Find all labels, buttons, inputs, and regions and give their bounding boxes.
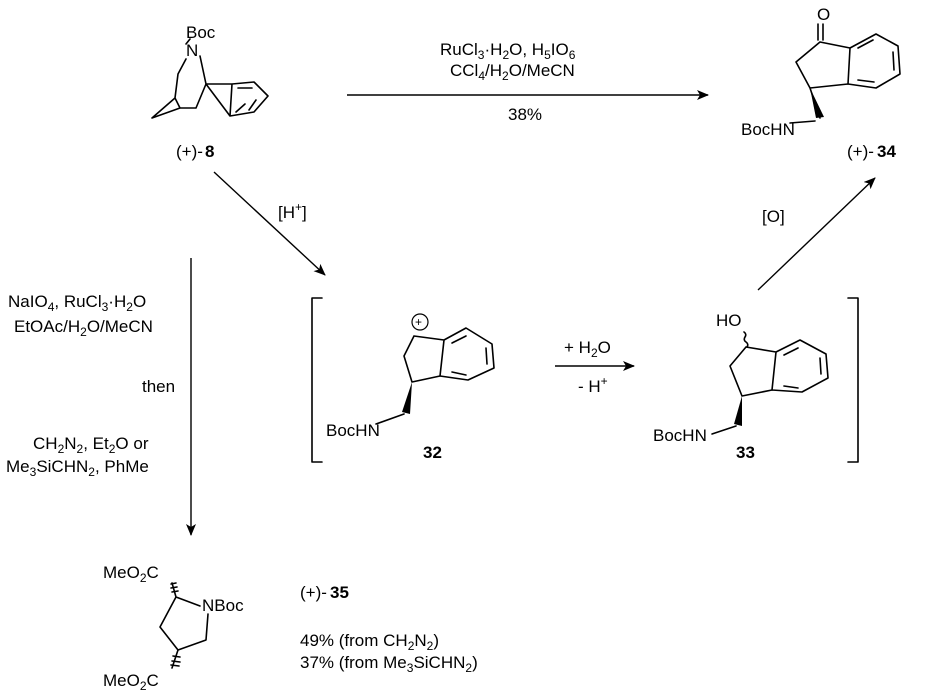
arrow-left-line5: Me3SiCHN2, PhMe bbox=[6, 457, 149, 479]
compound-32-structure: + BocHN 32 bbox=[326, 313, 495, 462]
compound-8-label-prefix: (+)- bbox=[176, 142, 203, 161]
compound-32-charge: + bbox=[415, 315, 422, 329]
compound-34-structure: O BocHN (+)- 34 bbox=[741, 5, 901, 161]
compound-33-substituent: BocHN bbox=[653, 426, 707, 445]
arrow-left-line3: then bbox=[142, 377, 175, 396]
compound-32-wedge bbox=[402, 382, 412, 414]
arrow-acid-group: [H+] bbox=[213, 171, 326, 276]
compound-32-label: 32 bbox=[423, 443, 442, 462]
arrow-water-group: + H2O - H+ bbox=[555, 338, 635, 396]
arrow-left-line1: NaIO4, RuCl3·H2O bbox=[8, 292, 146, 314]
compound-34-aromatic bbox=[857, 39, 895, 83]
compound-33-bond-n bbox=[711, 425, 737, 435]
arrow-acid bbox=[213, 171, 326, 276]
compound-8-structure: Boc N (+)- 8 bbox=[151, 23, 269, 161]
compound-35-ester-bottom: MeO2C bbox=[103, 671, 159, 693]
compound-8-aromatic bbox=[235, 87, 257, 113]
arrow-top-yield: 38% bbox=[508, 105, 542, 124]
compound-32-bonds bbox=[403, 327, 495, 383]
compound-8-nitrogen: N bbox=[186, 41, 198, 60]
compound-34-substituent: BocHN bbox=[741, 120, 795, 139]
compound-34-label-number: 34 bbox=[877, 142, 896, 161]
compound-35-ring-n: NBoc bbox=[202, 596, 244, 615]
compound-35-yield-2: 37% (from Me3SiCHN2) bbox=[300, 653, 478, 675]
compound-35-label-prefix: (+)- bbox=[300, 583, 327, 602]
compound-35-structure: MeO2C NBoc MeO2C bbox=[103, 563, 244, 693]
compound-8-boc: Boc bbox=[186, 23, 216, 42]
compound-34-label-prefix: (+)- bbox=[847, 142, 874, 161]
compound-35-bonds bbox=[159, 582, 209, 669]
compound-34-bond-n bbox=[789, 120, 816, 124]
compound-8-label-number: 8 bbox=[205, 142, 214, 161]
compound-34-oxygen: O bbox=[817, 5, 830, 24]
compound-34-wedge bbox=[810, 88, 824, 118]
compound-32-bond-n bbox=[375, 413, 405, 425]
bracket-right bbox=[847, 297, 859, 463]
arrow-top-line1: RuCl3·H2O, H5IO6 bbox=[440, 40, 576, 62]
arrow-ox-label: [O] bbox=[762, 207, 785, 226]
compound-35-ester-top: MeO2C bbox=[103, 563, 159, 585]
compound-35-label-number: 35 bbox=[330, 583, 349, 602]
arrow-acid-label: [H+] bbox=[278, 200, 307, 222]
compound-32-substituent: BocHN bbox=[326, 421, 380, 440]
compound-35-hash-bottom bbox=[170, 655, 181, 667]
compound-33-wavy bbox=[743, 331, 749, 348]
arrow-water-line1: + H2O bbox=[564, 338, 611, 360]
compound-33-hydroxyl: HO bbox=[716, 311, 742, 330]
arrow-ox-group: [O] bbox=[757, 177, 876, 291]
compound-35-caption: (+)- 35 49% (from CH2N2) 37% (from Me3Si… bbox=[300, 583, 478, 675]
compound-33-aromatic bbox=[783, 347, 822, 389]
compound-32-charge-circle bbox=[411, 313, 429, 331]
arrow-left-group: NaIO4, RuCl3·H2O EtOAc/H2O/MeCN then CH2… bbox=[6, 258, 196, 536]
compound-35-hash-top bbox=[170, 582, 179, 593]
arrow-top-line2: CCl4/H2O/MeCN bbox=[450, 61, 575, 83]
compound-35-yield-1: 49% (from CH2N2) bbox=[300, 631, 439, 653]
arrow-ox bbox=[757, 177, 876, 291]
compound-34-bonds bbox=[795, 23, 901, 119]
arrow-top-conditions: RuCl3·H2O, H5IO6 CCl4/H2O/MeCN 38% bbox=[347, 40, 709, 124]
compound-32-aromatic bbox=[451, 335, 488, 376]
compound-33-bonds bbox=[729, 339, 829, 397]
compound-8-bonds bbox=[151, 38, 269, 119]
arrow-water-line2: - H+ bbox=[578, 374, 608, 396]
bracket-left bbox=[311, 297, 323, 463]
arrow-left-line2: EtOAc/H2O/MeCN bbox=[14, 317, 153, 339]
compound-33-label: 33 bbox=[736, 443, 755, 462]
compound-33-wedge bbox=[734, 396, 742, 426]
arrow-left-line4: CH2N2, Et2O or bbox=[33, 434, 149, 456]
compound-33-structure: HO BocHN 33 bbox=[653, 311, 829, 462]
